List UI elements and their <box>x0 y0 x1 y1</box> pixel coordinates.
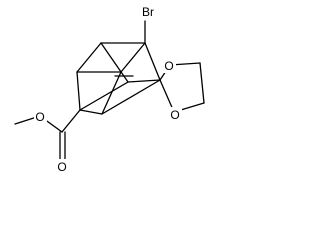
bond-cage-right-top <box>144 42 161 81</box>
bond-cage-bottom-right <box>101 79 161 115</box>
cubane-cage <box>76 42 161 115</box>
atom-label-bromine: Br <box>142 5 154 19</box>
bond-ch2-ch2 <box>199 62 205 104</box>
methyl-ester-group <box>14 109 81 162</box>
atom-label-oxygen-ester: O <box>35 110 44 124</box>
bond-spiro-o-lower <box>159 79 175 113</box>
atom-label-oxygen-carbonyl: O <box>57 160 66 174</box>
atom-label-oxygen-lower: O <box>170 108 179 122</box>
bond-cage-top-left <box>76 42 102 73</box>
label-mask-o-carbonyl <box>56 159 69 174</box>
bond-cage-top-diagonal <box>120 42 146 73</box>
bond-cage-back-edge <box>79 81 129 111</box>
chemical-structure: Br O O O O <box>14 3 205 174</box>
bond-cage-carbonyl-c <box>61 109 81 133</box>
label-mask-br <box>139 3 158 19</box>
atom-label-oxygen-upper: O <box>164 59 173 73</box>
bond-cage-back-right <box>127 79 161 83</box>
bond-cage-bottom-left <box>79 109 103 115</box>
bond-cage-center-down <box>101 71 122 115</box>
label-mask-o-lower <box>169 107 182 122</box>
bond-cage-left-vertical <box>76 71 81 111</box>
label-mask-o-upper <box>163 58 176 73</box>
label-mask-o-ester <box>34 109 47 124</box>
